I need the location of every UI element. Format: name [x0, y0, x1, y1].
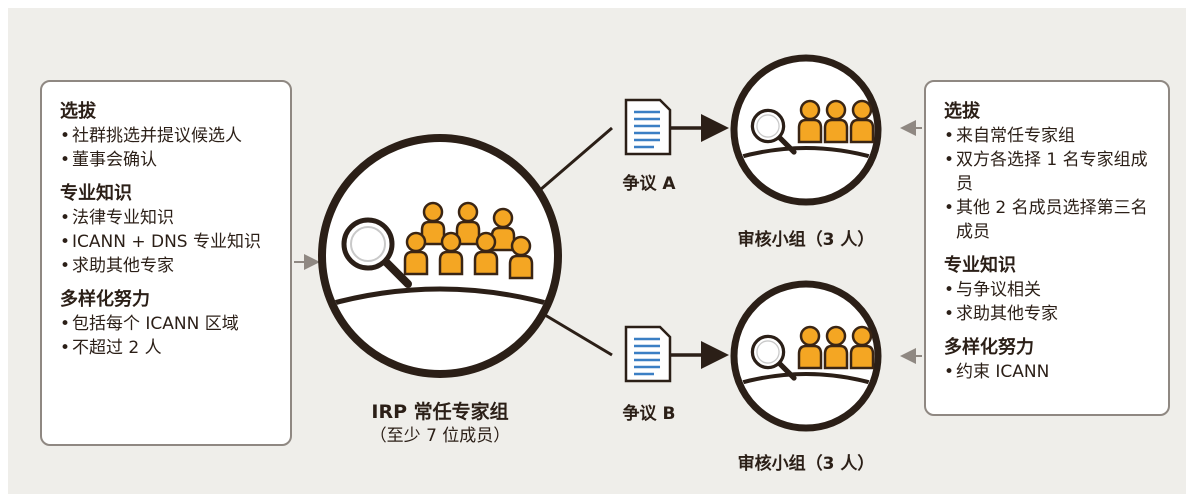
- section-title-expertise: 专业知识: [944, 255, 1016, 276]
- left-info-box: 选拔 社群挑选并提议候选人 董事会确认 专业知识 法律专业知识 ICANN + …: [40, 80, 292, 446]
- irp-panel-title: IRP 常任专家组: [371, 401, 509, 423]
- dispute-b-label: 争议 B: [622, 404, 676, 424]
- list-item-text: 不超过 2 人: [72, 338, 162, 358]
- list-item: 社群挑选并提议候选人: [60, 124, 278, 148]
- review-panel-b-circle: [730, 280, 882, 432]
- expertise-list: 与争议相关 求助其他专家: [944, 278, 1158, 326]
- list-item: ICANN + DNS 专业知识: [60, 230, 278, 254]
- section-title-diversity: 多样化努力: [944, 337, 1034, 358]
- document-icon: [624, 325, 672, 383]
- list-item: 双方各选择 1 名专家组成员: [944, 148, 1161, 196]
- section-title-diversity: 多样化努力: [60, 289, 150, 310]
- people-trio-icon: [797, 325, 875, 370]
- connector-to-b: [539, 310, 613, 357]
- list-item: 约束 ICANN: [944, 360, 1158, 384]
- list-item: 与争议相关: [944, 278, 1158, 302]
- expertise-list: 法律专业知识 ICANN + DNS 专业知识 求助其他专家: [60, 206, 278, 278]
- section-title-expertise: 专业知识: [60, 183, 132, 204]
- list-item: 不超过 2 人: [60, 336, 278, 360]
- right-info-box: 选拔 来自常任专家组 双方各选择 1 名专家组成员 其他 2 名成员选择第三名成…: [924, 80, 1170, 416]
- selection-list: 来自常任专家组 双方各选择 1 名专家组成员 其他 2 名成员选择第三名成员: [944, 124, 1158, 244]
- list-item: 包括每个 ICANN 区域: [60, 312, 278, 336]
- people-trio-icon: [797, 99, 875, 144]
- diversity-list: 包括每个 ICANN 区域 不超过 2 人: [60, 312, 278, 360]
- section-title-selection: 选拔: [944, 101, 980, 122]
- diversity-list: 约束 ICANN: [944, 360, 1158, 384]
- connector-to-a: [539, 126, 613, 192]
- selection-list: 社群挑选并提议候选人 董事会确认: [60, 124, 278, 172]
- review-panel-b-label: 审核小组（3 人）: [737, 454, 875, 474]
- list-item: 求助其他专家: [944, 302, 1158, 326]
- review-panel-a-circle: [730, 54, 882, 206]
- document-icon: [624, 98, 672, 156]
- dispute-a-label: 争议 A: [622, 174, 676, 194]
- list-item: 求助其他专家: [60, 254, 278, 278]
- irp-panel-circle: [318, 134, 562, 378]
- section-title-selection: 选拔: [60, 101, 96, 122]
- list-item: 董事会确认: [60, 148, 278, 172]
- list-item: 法律专业知识: [60, 206, 278, 230]
- review-panel-a-label: 审核小组（3 人）: [737, 230, 875, 250]
- list-item: 其他 2 名成员选择第三名成员: [944, 196, 1161, 244]
- list-item: 来自常任专家组: [944, 124, 1158, 148]
- irp-panel-subtitle: （至少 7 位成员）: [369, 426, 511, 446]
